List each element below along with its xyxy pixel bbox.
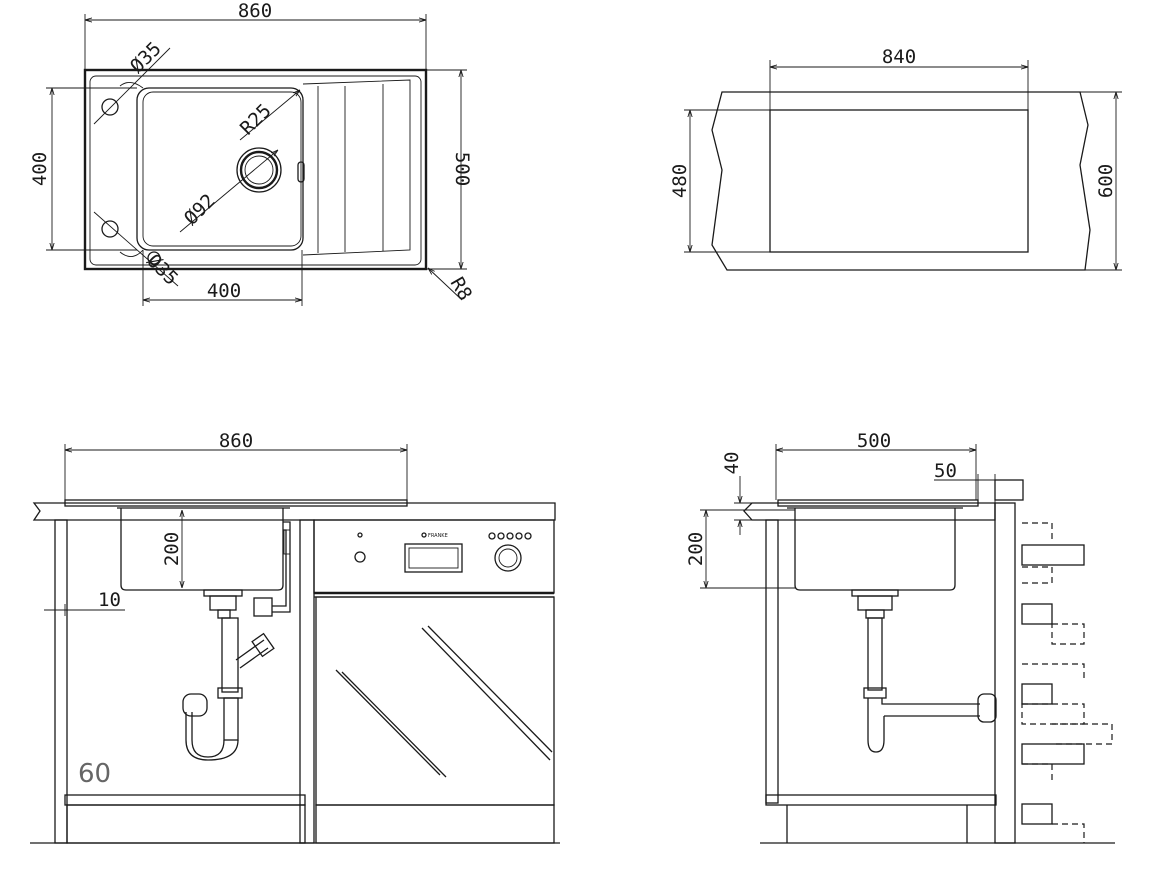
leader-r8 [428, 268, 463, 301]
leader-dia92 [179, 150, 278, 233]
label-500-side: 500 [857, 430, 891, 452]
cutout-view: 840 480 600 [669, 46, 1122, 271]
overflow-slot [297, 161, 305, 183]
indicator-dots [488, 532, 532, 540]
side-cabinet-floor [765, 794, 997, 806]
cutout-opening [769, 109, 1029, 253]
label-dia92: Ø92 [180, 190, 220, 230]
side-sink-rim [777, 499, 979, 507]
tap-hole-bottom [101, 220, 119, 238]
label-r8: R8 [446, 274, 476, 305]
display-window [404, 543, 463, 573]
sink-rim-inner [89, 75, 422, 266]
top-view: 860 400 500 400 Ø35 Ø35 R25 Ø92 R8 [29, 0, 476, 306]
countertop-hatched [711, 91, 1091, 271]
label-60: 60 [78, 759, 111, 789]
drain-outer [236, 147, 282, 193]
side-cabinet-wall [765, 519, 779, 804]
dishwasher-plinth [315, 804, 555, 844]
label-200-front: 200 [161, 532, 183, 566]
label-400-vertical: 400 [29, 152, 51, 186]
brick-wall [994, 479, 1113, 844]
label-400-horizontal: 400 [207, 280, 241, 302]
label-860-top: 860 [238, 0, 272, 22]
front-view: FRANKE 860 200 10 60 [30, 430, 560, 844]
side-plumbing [851, 589, 997, 753]
label-500: 500 [451, 152, 473, 186]
bowl-inner [142, 91, 302, 247]
power-button-icon [354, 551, 366, 563]
leader-r25 [239, 90, 300, 141]
label-200-side: 200 [685, 532, 707, 566]
front-bowl [120, 508, 284, 591]
program-knob-icon [494, 544, 522, 572]
label-480: 480 [669, 164, 691, 198]
drain-plumbing [182, 521, 291, 761]
drainboard [302, 79, 411, 256]
front-sink-rim [64, 499, 408, 507]
leader-dia35-top [93, 47, 171, 125]
label-840: 840 [882, 46, 916, 68]
label-860-front: 860 [219, 430, 253, 452]
brand-label: FRANKE [428, 533, 448, 539]
bowl-outline [136, 87, 304, 251]
sink-outline [83, 68, 428, 271]
dishwasher: FRANKE [313, 519, 555, 844]
dishwasher-door [315, 596, 555, 806]
label-10: 10 [98, 589, 121, 611]
label-50: 50 [934, 460, 957, 482]
cabinet-floor [64, 794, 306, 806]
front-countertop [32, 502, 556, 521]
tap-hole-top [101, 98, 119, 116]
drain-inner [244, 155, 274, 185]
label-600: 600 [1095, 164, 1117, 198]
leader-dia35-bottom [93, 211, 179, 287]
label-40: 40 [721, 452, 743, 475]
label-r25: R25 [236, 100, 276, 140]
cabinet-plinth [66, 804, 306, 844]
dishwasher-panel [313, 519, 555, 594]
side-view: 500 40 50 200 [685, 430, 1115, 844]
drain-ring [239, 150, 279, 190]
label-dia35-top: Ø35 [126, 38, 166, 78]
hole-bottom-small [147, 251, 161, 265]
